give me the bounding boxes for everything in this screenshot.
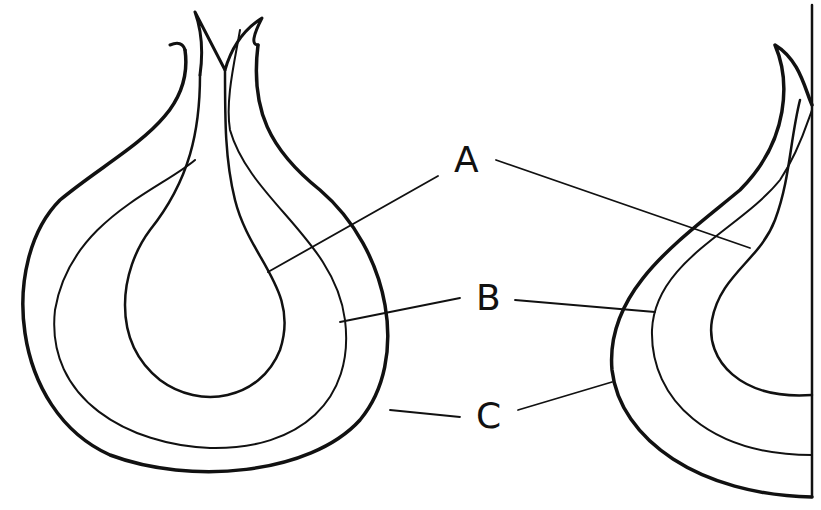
middle-layer: [54, 30, 346, 448]
leader-line: [515, 300, 655, 312]
leader-line: [340, 298, 460, 322]
part-label: C: [476, 398, 501, 434]
inner-layer: [125, 70, 285, 397]
leader-line: [390, 410, 460, 417]
part-label: A: [454, 142, 479, 178]
bulb-tips: [170, 12, 262, 75]
leader-line: [496, 160, 750, 248]
leader-line: [518, 382, 612, 410]
cut-edge: [811, 5, 814, 497]
outer-layer: [612, 45, 812, 497]
inner-layer: [711, 100, 812, 395]
leader-line: [268, 176, 438, 272]
outer-layer: [23, 45, 388, 472]
part-label: B: [476, 280, 501, 316]
